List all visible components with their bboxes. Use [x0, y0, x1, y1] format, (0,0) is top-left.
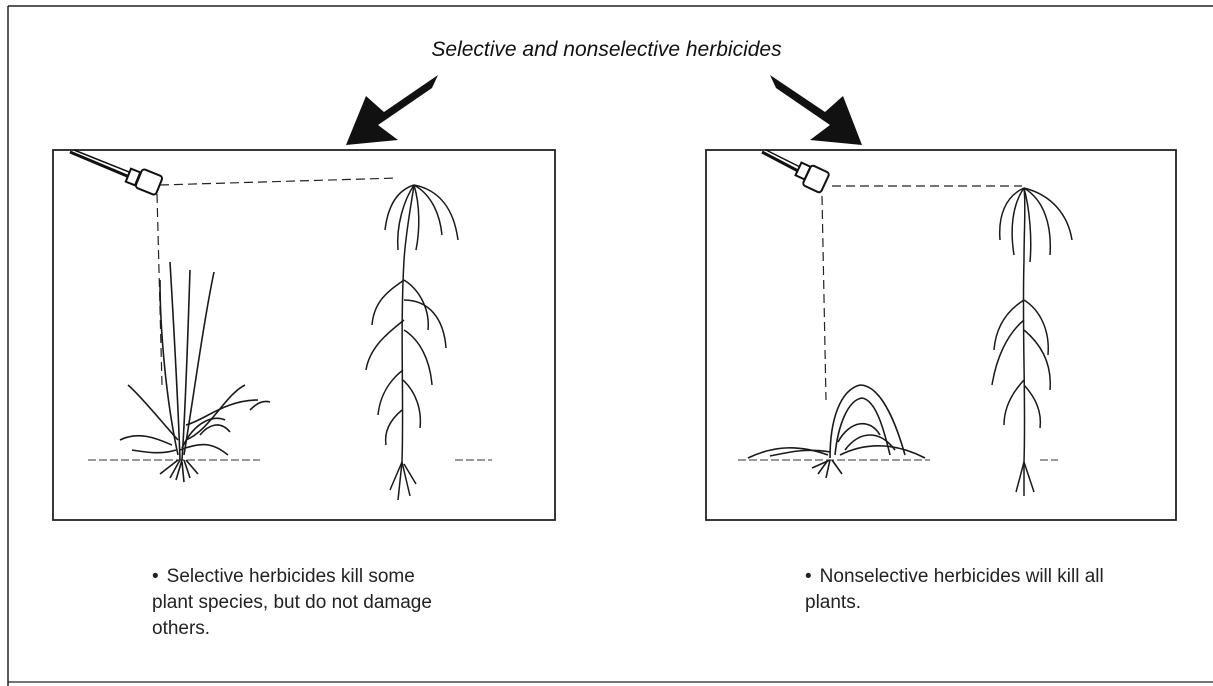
right-panel	[706, 150, 1176, 520]
wilted-broadleaf-plant	[366, 185, 458, 500]
caption-selective-text: Selective herbicides kill some plant spe…	[152, 566, 432, 639]
spray-nozzle-icon	[70, 150, 163, 195]
caption-nonselective: •Nonselective herbicides will kill all p…	[805, 564, 1105, 616]
wilted-broadleaf-plant	[992, 188, 1072, 496]
wilted-grass-plant	[748, 385, 925, 478]
arrow-down-left-icon	[770, 75, 862, 145]
spray-nozzle-icon	[762, 150, 830, 193]
diagram-title: Selective and nonselective herbicides	[0, 38, 1213, 62]
bullet-icon: •	[152, 564, 159, 590]
arrow-down-right-icon	[346, 75, 438, 145]
healthy-grass-plant	[120, 262, 270, 482]
caption-selective: •Selective herbicides kill some plant sp…	[152, 564, 452, 642]
left-panel	[53, 150, 555, 520]
caption-nonselective-text: Nonselective herbicides will kill all pl…	[805, 566, 1104, 613]
bullet-icon: •	[805, 564, 812, 590]
